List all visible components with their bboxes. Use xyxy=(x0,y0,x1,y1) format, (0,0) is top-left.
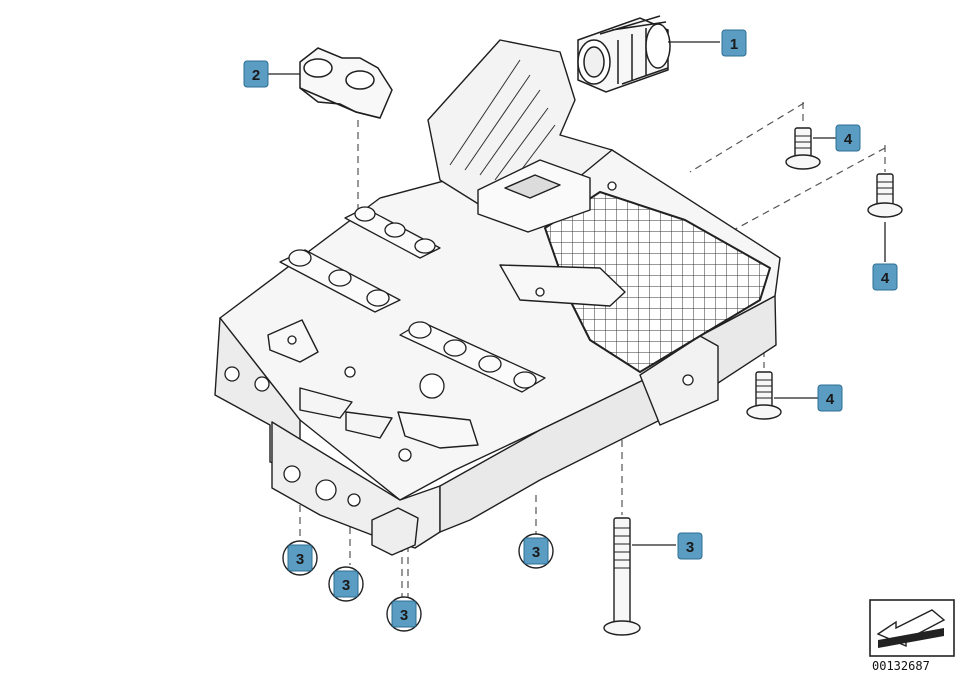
callout-4-lower: 4 xyxy=(817,384,843,412)
callout-3e-label: 3 xyxy=(686,539,694,556)
callout-leaders xyxy=(268,41,886,546)
bolt-lower xyxy=(746,371,782,420)
callout-3-front-middle: 3 xyxy=(328,566,364,602)
callout-4-upper-left: 4 xyxy=(835,124,861,152)
small-plate-front xyxy=(299,387,353,419)
callout-3-long-screw: 3 xyxy=(677,532,703,560)
assembly-guide-lines xyxy=(299,102,886,598)
callout-3d-label: 3 xyxy=(532,544,540,561)
callout-1-label: 1 xyxy=(730,36,738,53)
callout-3b-label: 3 xyxy=(342,577,350,594)
ports xyxy=(224,181,694,507)
view-direction-arrow-icon xyxy=(869,599,955,657)
document-number: 00132687 xyxy=(872,659,930,673)
callout-3-front-left: 3 xyxy=(282,540,318,576)
callout-3a-label: 3 xyxy=(296,551,304,568)
valve-body xyxy=(214,39,781,556)
callout-4c-label: 4 xyxy=(826,391,835,408)
front-connector xyxy=(371,507,419,556)
mount-bracket-ribs xyxy=(449,59,556,186)
part-seal xyxy=(299,47,393,119)
callout-3-front-connector: 3 xyxy=(386,596,422,632)
solenoid-slot xyxy=(504,174,561,199)
bolt-upper-right xyxy=(867,173,903,218)
callout-2: 2 xyxy=(243,60,269,88)
part-connector-sleeve xyxy=(577,15,671,93)
callout-4a-label: 4 xyxy=(844,131,853,148)
callout-1: 1 xyxy=(721,29,747,57)
cover-plate-right xyxy=(499,264,626,307)
small-plate-center xyxy=(345,411,393,439)
callout-2-label: 2 xyxy=(252,67,260,84)
callout-4-upper-right: 4 xyxy=(872,263,898,291)
cover-plate-front xyxy=(397,411,479,449)
callout-3-center: 3 xyxy=(518,533,554,569)
long-screw xyxy=(603,517,641,636)
valve-spools xyxy=(279,206,546,393)
callout-3c-label: 3 xyxy=(400,607,408,624)
callout-4b-label: 4 xyxy=(881,270,890,287)
mount-bracket xyxy=(427,39,613,206)
filter-grid-frame xyxy=(544,191,771,373)
bolt-upper-left xyxy=(785,127,821,170)
